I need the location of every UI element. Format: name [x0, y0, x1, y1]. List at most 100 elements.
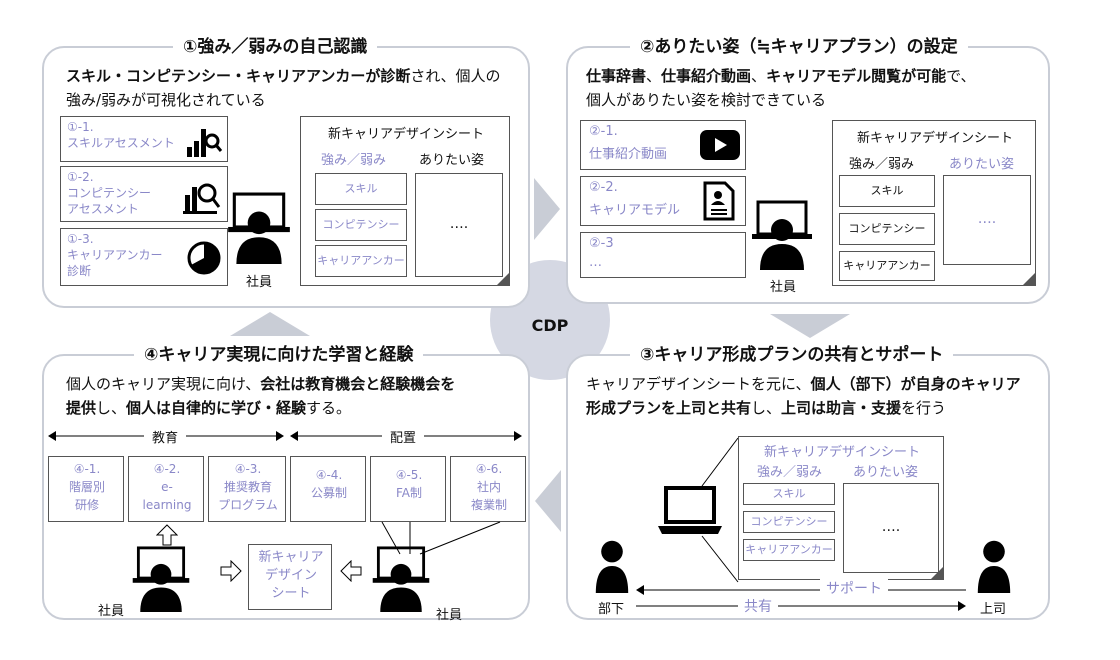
panel-2-title: ②ありたい姿（≒キャリアプラン）の設定	[630, 36, 968, 58]
sheet-box-ideal: ….	[843, 483, 939, 573]
right-outline-arrow	[220, 560, 242, 582]
subordinate-person-icon	[594, 538, 630, 594]
card-label: 公募制	[310, 486, 347, 500]
arrow-right	[534, 178, 560, 240]
card-career-model[interactable]: ②-2. キャリアモデル	[580, 176, 746, 226]
card-number: ④-3.	[234, 462, 262, 476]
card-label-2: 研修	[74, 498, 99, 512]
card-number: ④-6.	[475, 462, 503, 476]
arrow-up	[230, 312, 310, 336]
panel-3-title: ③キャリア形成プランの共有とサポート	[630, 344, 954, 366]
laptop-icon	[658, 486, 722, 534]
sheet-box-skill: スキル	[743, 483, 835, 505]
share-label: 共有	[738, 596, 778, 616]
sheet-box-skill: スキル	[839, 175, 935, 207]
sheet-box-ideal: ….	[415, 173, 503, 277]
sheet-box-ideal: ….	[943, 175, 1031, 265]
sheet-col-strength: 強み／弱み	[849, 157, 915, 172]
up-outline-arrow	[156, 524, 178, 546]
sheet-box-career-anchor: キャリアアンカー	[743, 539, 835, 561]
card-open-recruitment[interactable]: ④-4. 公募制	[290, 456, 366, 522]
employee-label: 社員	[246, 275, 273, 290]
card-label: キャリアモデル	[589, 203, 681, 218]
sheet-col-ideal: ありたい姿	[419, 153, 485, 168]
card-number: ④-4.	[315, 468, 343, 482]
card-side-job[interactable]: ④-6. 社内 複業制	[450, 456, 526, 522]
career-design-sheet: 新キャリアデザインシート 強み／弱み ありたい姿 スキル コンピテンシー キャリ…	[738, 436, 944, 580]
card-tiered-training[interactable]: ④-1. 階層別 研修	[48, 456, 124, 522]
sheet-col-strength: 強み／弱み	[757, 465, 823, 480]
sheet-corner-fold	[930, 566, 944, 580]
card-label: FA制	[395, 486, 422, 500]
card-label: 推奨教育	[223, 480, 272, 494]
card-label: スキルアセスメント	[67, 136, 175, 150]
card-label: 仕事紹介動画	[589, 147, 668, 162]
boss-person-icon	[976, 538, 1012, 594]
subordinate-label: 部下	[598, 602, 625, 617]
card-skill-assessment[interactable]: ①-1. スキルアセスメント	[60, 116, 228, 162]
support-arrow	[636, 585, 966, 595]
pie-chart-icon	[187, 241, 221, 275]
card-number: ②-1.	[589, 124, 618, 139]
card-label: コンピテンシー	[67, 186, 152, 200]
card-label: …	[589, 255, 602, 270]
connector-lines	[701, 437, 739, 583]
employee-at-computer-icon	[228, 192, 290, 264]
sheet-line-1: 新キャリア	[258, 550, 324, 565]
card-label-2: learning	[142, 498, 192, 512]
analysis-search-icon	[183, 183, 221, 214]
arrow-down	[770, 314, 850, 338]
education-label: 教育	[144, 427, 187, 446]
career-design-sheet: 新キャリアデザインシート 強み／弱み ありたい姿 スキル コンピテンシー キャリ…	[832, 120, 1036, 286]
card-label-2: 診断	[67, 264, 92, 278]
panel-1-description: スキル・コンピテンシー・キャリアアンカーが診断され、個人の 強み/弱みが可視化さ…	[66, 67, 501, 109]
sheet-corner-fold	[496, 272, 510, 286]
card-label: 社内	[476, 480, 501, 494]
card-number: ④-1.	[73, 462, 101, 476]
sheet-box-competency: コンピテンシー	[743, 511, 835, 533]
panel-4-title: ④キャリア実現に向けた学習と経験	[134, 344, 424, 366]
sheet-box-competency: コンピテンシー	[839, 213, 935, 245]
career-design-sheet: 新キャリアデザインシート 強み／弱み ありたい姿 スキル コンピテンシー キャリ…	[300, 116, 510, 286]
card-number: ②-3	[589, 236, 614, 251]
card-e-learning[interactable]: ④-2. e- learning	[128, 456, 204, 522]
left-outline-arrow	[340, 560, 362, 582]
sheet-corner-fold	[1022, 272, 1036, 286]
card-fa-system[interactable]: ④-5. FA制	[370, 456, 446, 522]
career-design-sheet-mini[interactable]: 新キャリア デザイン シート	[248, 544, 332, 610]
placement-label: 配置	[382, 427, 425, 446]
card-label-2: 複業制	[470, 498, 507, 512]
card-label-2: アセスメント	[67, 202, 139, 216]
panel-3-description: キャリアデザインシートを元に、個人（部下）が自身のキャリア 形成プランを上司と共…	[586, 375, 1021, 417]
card-label-2: プログラム	[218, 498, 278, 512]
sheet-title: 新キャリアデザインシート	[327, 127, 484, 142]
bar-chart-search-icon	[187, 129, 223, 157]
sheet-line-3: シート	[271, 586, 311, 601]
employee-at-computer-icon	[132, 546, 190, 612]
card-career-anchor[interactable]: ①-3. キャリアアンカー 診断	[60, 228, 228, 286]
card-label: キャリアアンカー	[67, 248, 163, 262]
sheet-title: 新キャリアデザインシート	[763, 445, 920, 460]
employee-label: 社員	[770, 280, 797, 295]
card-job-video[interactable]: ②-1. 仕事紹介動画	[580, 120, 746, 170]
card-number: ①-2.	[67, 170, 94, 184]
sheet-col-ideal: ありたい姿	[853, 465, 919, 480]
card-number: ④-5.	[395, 468, 423, 482]
card-number: ①-3.	[67, 232, 94, 246]
employee-label: 社員	[436, 608, 463, 623]
boss-label: 上司	[980, 602, 1007, 617]
arrow-left	[535, 470, 561, 532]
sheet-col-ideal: ありたい姿	[949, 157, 1015, 172]
card-number: ②-2.	[589, 180, 618, 195]
card-more-items[interactable]: ②-3 …	[580, 232, 746, 278]
sheet-box-career-anchor: キャリアアンカー	[839, 251, 935, 281]
share-arrow	[636, 601, 966, 611]
card-recommended-program[interactable]: ④-3. 推奨教育 プログラム	[208, 456, 286, 522]
panel-1-title: ①強み／弱みの自己認識	[173, 36, 378, 58]
employee-label: 社員	[98, 604, 125, 619]
center-label: CDP	[531, 316, 569, 335]
sheet-col-strength: 強み／弱み	[321, 153, 387, 168]
sheet-title: 新キャリアデザインシート	[856, 131, 1013, 146]
card-competency-assessment[interactable]: ①-2. コンピテンシー アセスメント	[60, 166, 228, 222]
card-number: ④-2.	[153, 462, 181, 476]
